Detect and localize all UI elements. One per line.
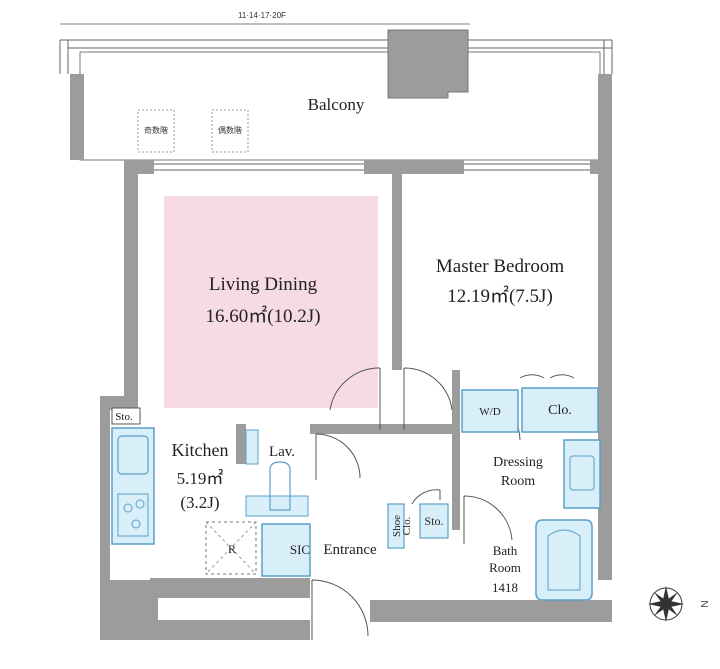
dressing-sink-basin (569, 455, 595, 491)
shoe-closet (387, 503, 405, 549)
shoe-closet-label-2: Clo. (401, 516, 413, 535)
kitchen-label: Kitchen (172, 440, 229, 460)
bath-room-label-3: 1418 (492, 580, 518, 595)
bathtub (535, 519, 593, 601)
lavatory-sink (245, 429, 259, 465)
washer-dryer-space (461, 389, 519, 433)
refrigerator-cross-2 (205, 521, 257, 575)
floor-note: 11·14·17·20F (238, 11, 286, 20)
balcony-unit-even (211, 109, 249, 153)
compass-rose (648, 586, 684, 622)
balcony-post-right (598, 74, 612, 160)
balcony-unit-odd (137, 109, 175, 153)
bath-room-label-1: Bath (493, 543, 518, 558)
toilet-area (245, 495, 309, 517)
dressing-room-label-2: Room (501, 474, 535, 489)
bedroom-closet (521, 387, 599, 433)
kitchen-sink (117, 435, 149, 475)
living-dining-area: 16.60㎡(10.2J) (205, 304, 320, 327)
bedroom-closet-label: Clo. (548, 403, 572, 418)
kitchen-stove (117, 493, 149, 537)
shoe-closet-label-1: Shoe (391, 515, 403, 537)
master-bedroom-label: Master Bedroom (436, 256, 564, 277)
stove-burner-2 (135, 499, 145, 509)
refrigerator-label: R (228, 542, 236, 556)
shoe-in-closet (261, 523, 311, 577)
balcony-railing (59, 39, 613, 74)
entrance-storage (419, 503, 449, 539)
kitchen-area-j: (3.2J) (180, 493, 219, 512)
dressing-room-label-1: Dressing (493, 455, 543, 470)
stove-burner-3 (131, 519, 141, 529)
bath-room-label-2: Room (489, 560, 521, 575)
master-bedroom-area: 12.19㎡(7.5J) (447, 284, 553, 307)
living-dining-label: Living Dining (209, 274, 318, 295)
entrance-storage-label: Sto. (424, 514, 443, 528)
walls (100, 160, 612, 640)
balcony-unit-even-label: 偶数階 (218, 125, 242, 135)
washer-dryer-label: W/D (479, 406, 500, 418)
balcony-post-left (70, 74, 84, 160)
lavatory-label: Lav. (269, 444, 295, 460)
kitchen-area: 5.19㎡ (177, 469, 224, 488)
shoe-in-closet-label: SIC (290, 542, 310, 557)
entrance-label: Entrance (323, 542, 377, 558)
compass-north-label: N (700, 600, 711, 607)
stove-burner-1 (123, 503, 133, 513)
dressing-sink (563, 439, 601, 509)
living-dining-highlight (164, 196, 378, 408)
bathtub-inner (547, 529, 581, 591)
balcony-label: Balcony (308, 95, 365, 114)
toilet-bowl (269, 461, 291, 511)
structural-column (387, 29, 469, 99)
kitchen-storage-label: Sto. (115, 411, 133, 423)
refrigerator-space (205, 521, 257, 575)
windows (154, 163, 590, 171)
kitchen-storage (111, 407, 141, 425)
kitchen-counter (111, 427, 155, 545)
balcony-unit-odd-label: 奇数階 (144, 125, 168, 135)
